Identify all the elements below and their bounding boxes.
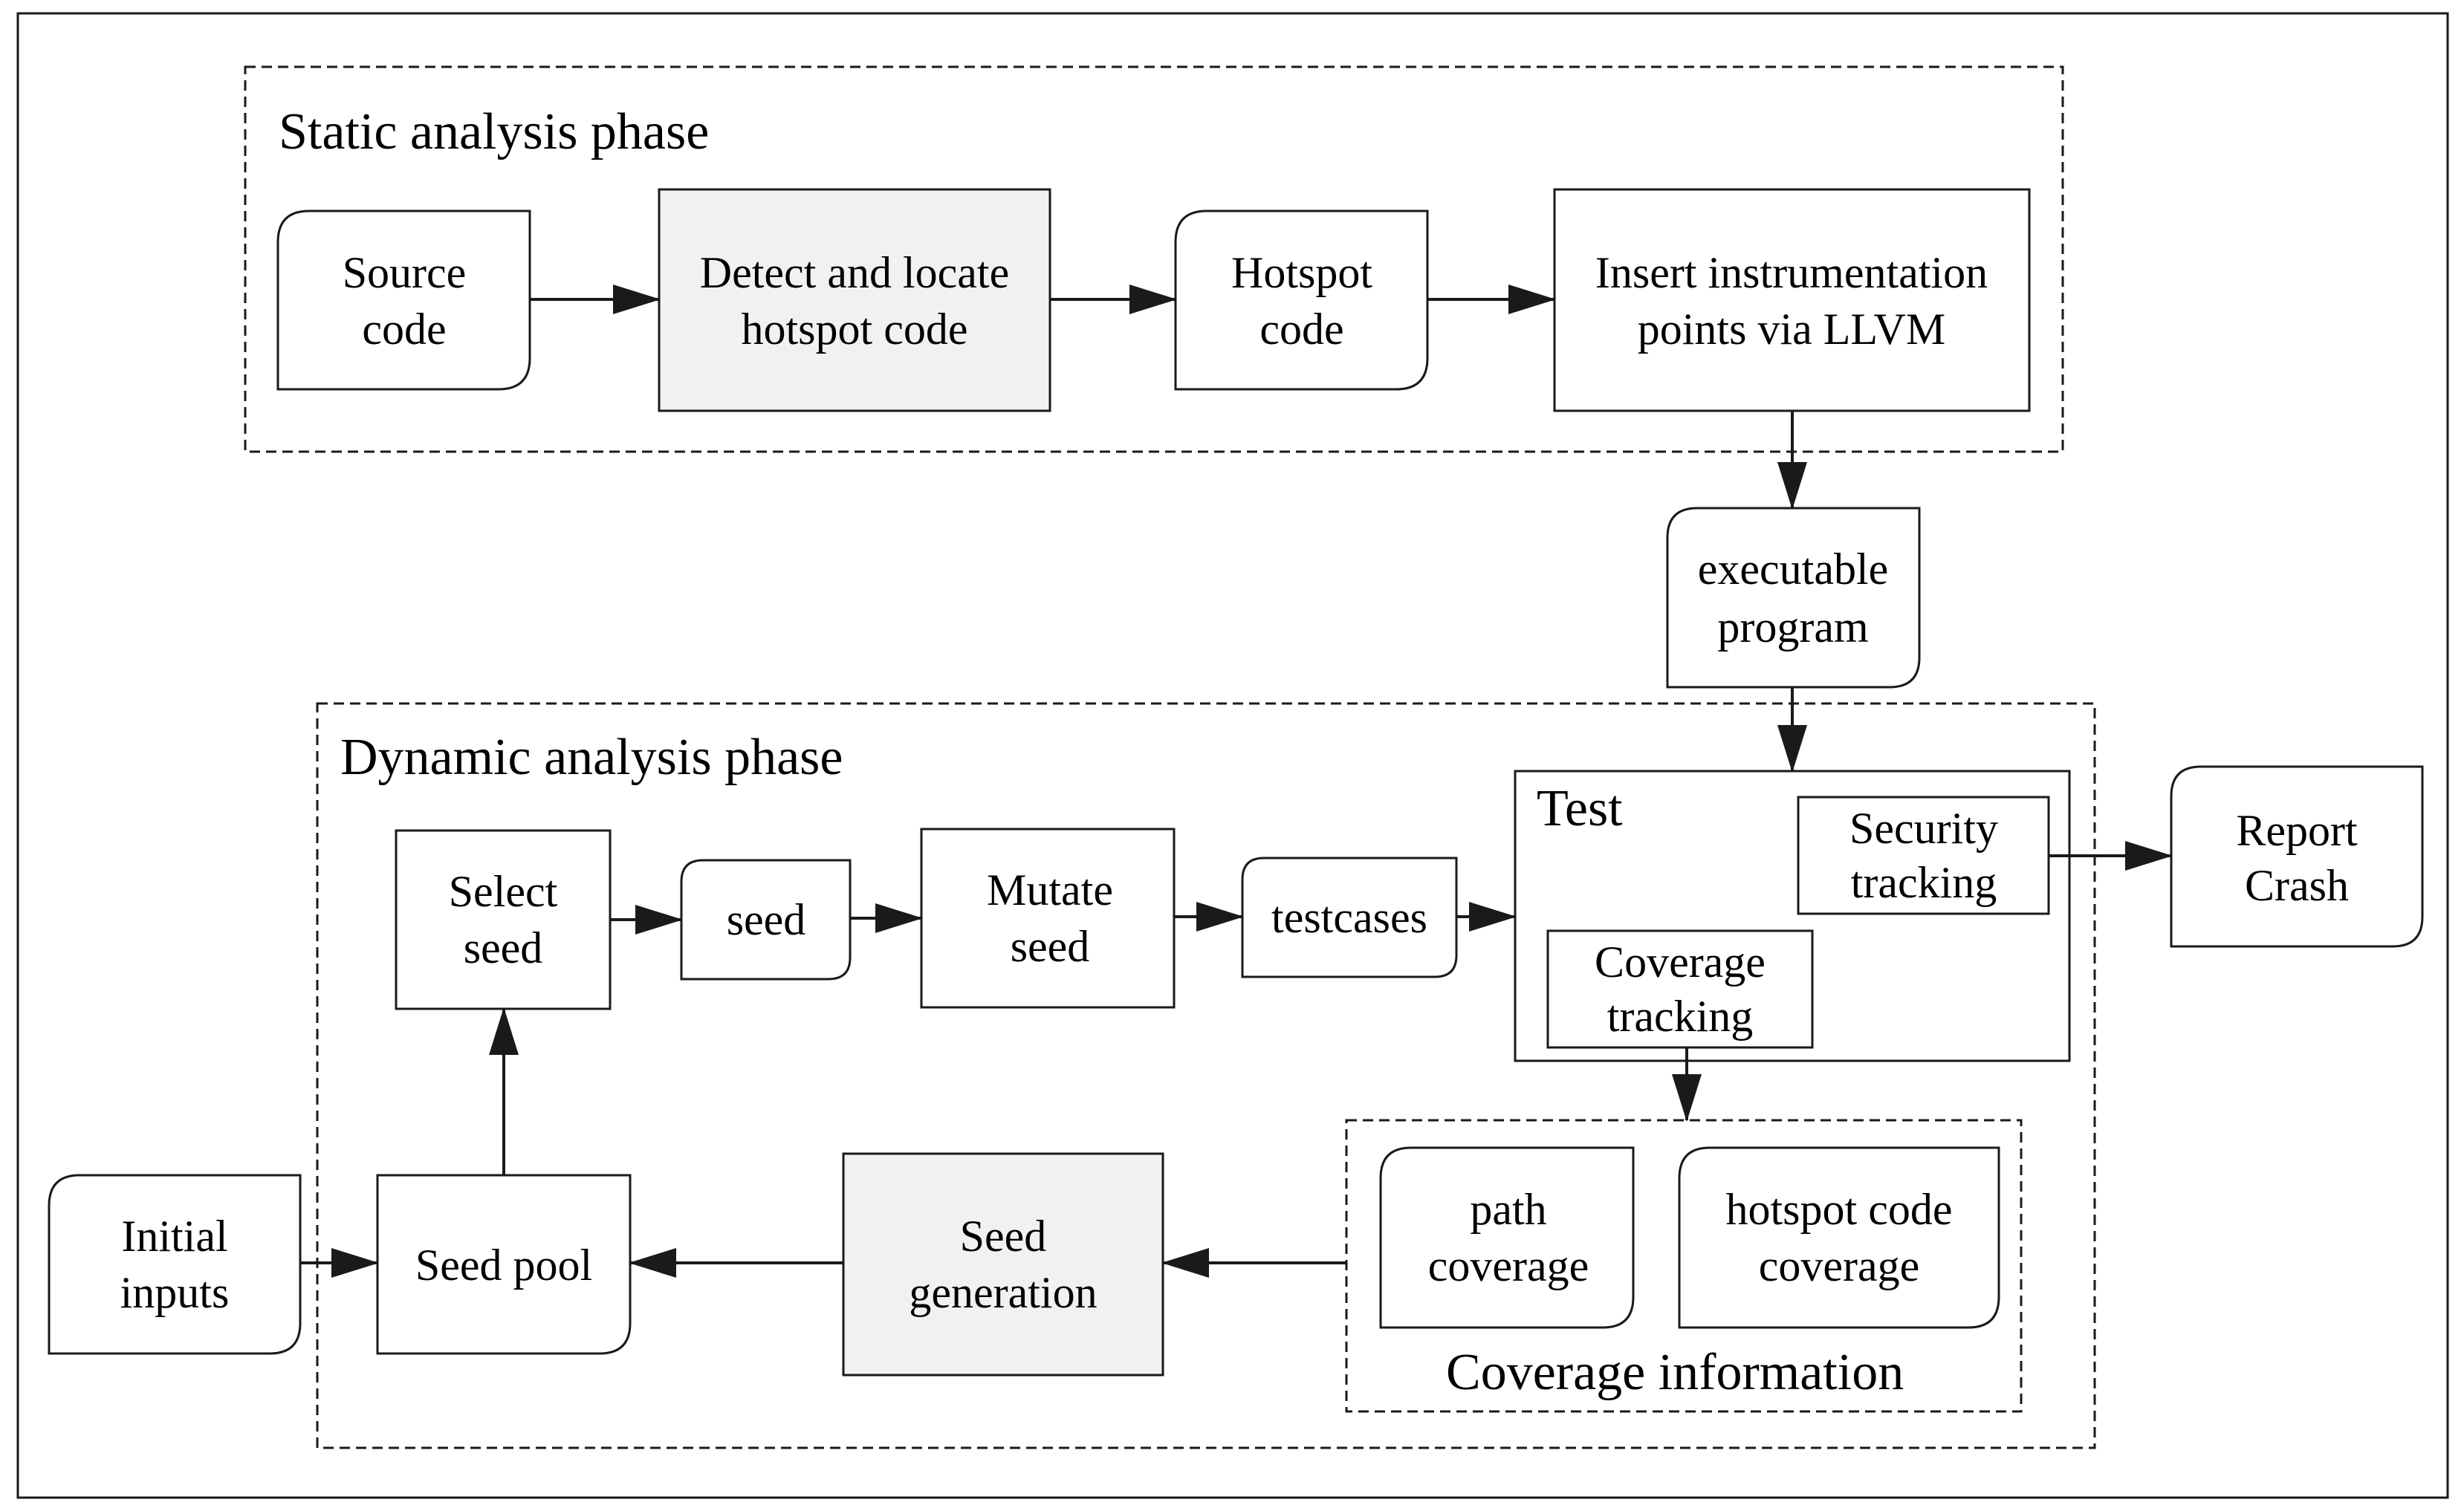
source-code-label-line2: code bbox=[362, 305, 446, 354]
initial-inputs-node bbox=[48, 1174, 302, 1355]
coverage-tracking-label-line2: tracking bbox=[1607, 992, 1754, 1041]
seed-generation-node bbox=[842, 1152, 1164, 1377]
seed-node bbox=[680, 859, 852, 981]
dynamic-phase-box bbox=[316, 702, 2096, 1449]
insert-instrumentation-label: Insert instrumentation bbox=[1595, 248, 1988, 297]
static-phase-box bbox=[244, 65, 2064, 453]
security-tracking-node bbox=[1797, 796, 2050, 915]
detect-hotspot-node bbox=[658, 188, 1051, 412]
initial-inputs-label: Initial bbox=[121, 1212, 227, 1261]
detect-hotspot-label: Detect and locate bbox=[700, 248, 1009, 297]
hotspot-code-node bbox=[1174, 209, 1429, 391]
security-tracking-label-line2: tracking bbox=[1851, 858, 1997, 907]
coverage-tracking-label: Coverage bbox=[1595, 938, 1766, 987]
hotspot-code-label: Hotspot bbox=[1231, 248, 1372, 297]
source-code-node bbox=[276, 209, 531, 391]
select-seed-label: Select bbox=[449, 867, 558, 916]
executable-program-label: executable bbox=[1698, 545, 1889, 594]
select-seed-node bbox=[395, 829, 612, 1010]
mutate-seed-label-line2: seed bbox=[1011, 922, 1090, 971]
seed-pool-label: Seed pool bbox=[415, 1241, 592, 1290]
testcases-label: testcases bbox=[1271, 893, 1427, 942]
hotspot-code-coverage-node bbox=[1678, 1146, 2000, 1329]
testcases-node bbox=[1241, 857, 1458, 978]
select-seed-label-line2: seed bbox=[464, 923, 543, 972]
report-crash-node bbox=[2170, 765, 2424, 948]
insert-instrumentation-label-line2: points via LLVM bbox=[1638, 305, 1945, 354]
executable-program-node bbox=[1666, 507, 1921, 689]
hotspot-code-coverage-label-line2: coverage bbox=[1759, 1241, 1920, 1290]
initial-inputs-label-line2: inputs bbox=[120, 1268, 230, 1317]
coverage-tracking-node bbox=[1546, 929, 1814, 1049]
source-code-label: Source bbox=[343, 248, 467, 297]
mutate-seed-label: Mutate bbox=[987, 865, 1113, 914]
insert-instrumentation-node bbox=[1553, 188, 2031, 412]
detect-hotspot-label-line2: hotspot code bbox=[742, 305, 968, 354]
dynamic-phase-title: Dynamic analysis phase bbox=[340, 729, 843, 786]
hotspot-code-label-line2: code bbox=[1259, 305, 1343, 354]
test-title: Test bbox=[1537, 780, 1623, 837]
outer-frame bbox=[16, 12, 2449, 1499]
executable-program-label-line2: program bbox=[1717, 602, 1868, 651]
seed-generation-label-line2: generation bbox=[909, 1268, 1097, 1317]
mutate-seed-node bbox=[920, 828, 1176, 1009]
hotspot-code-coverage-label: hotspot code bbox=[1726, 1185, 1953, 1234]
path-coverage-node bbox=[1379, 1146, 1635, 1329]
seed-label: seed bbox=[727, 895, 806, 944]
coverage-information-title: Coverage information bbox=[1446, 1344, 1904, 1401]
path-coverage-label: path bbox=[1470, 1185, 1546, 1234]
report-crash-label: Report bbox=[2236, 806, 2358, 855]
static-phase-title: Static analysis phase bbox=[279, 103, 709, 160]
seed-generation-label: Seed bbox=[960, 1212, 1047, 1261]
security-tracking-label: Security bbox=[1849, 804, 1998, 853]
path-coverage-label-line2: coverage bbox=[1428, 1241, 1589, 1290]
report-crash-label-line2: Crash bbox=[2245, 861, 2349, 910]
seed-pool-node bbox=[376, 1174, 632, 1355]
